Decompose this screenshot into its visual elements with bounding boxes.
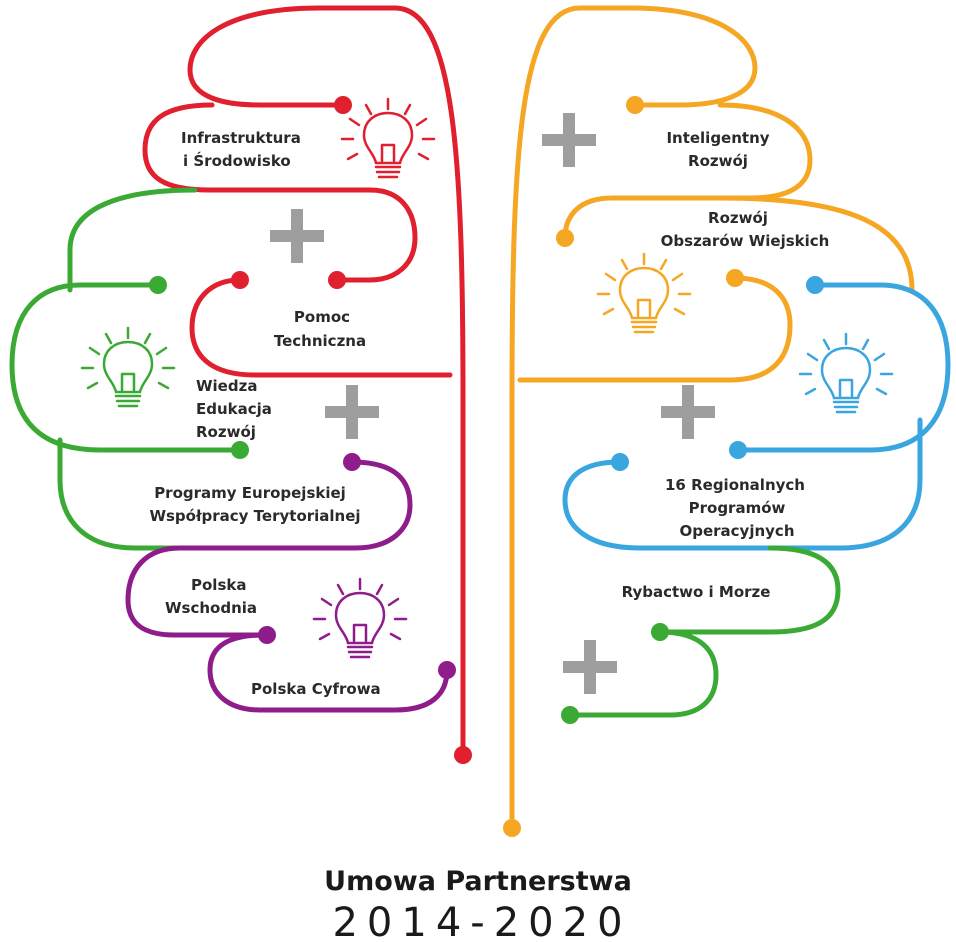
footer-title: Umowa Partnerstwa xyxy=(324,866,632,897)
label-polska-wschodnia: Polska Wschodnia xyxy=(165,576,257,617)
plus-icon xyxy=(542,113,596,167)
svg-text:Techniczna: Techniczna xyxy=(274,332,366,350)
svg-text:Wiedza: Wiedza xyxy=(196,377,257,395)
lightbulb-icon-orange xyxy=(596,252,692,334)
svg-text:Współpracy Terytorialnej: Współpracy Terytorialnej xyxy=(149,507,360,525)
green-branch-right xyxy=(567,545,841,718)
svg-text:Edukacja: Edukacja xyxy=(196,400,272,418)
blue-node-left xyxy=(611,453,629,471)
svg-text:Operacyjnych: Operacyjnych xyxy=(679,522,794,540)
purple-node-end xyxy=(438,661,456,679)
orange-branch xyxy=(509,5,915,831)
red-node-top xyxy=(334,96,352,114)
blue-node-top xyxy=(806,276,824,294)
svg-text:Pomoc: Pomoc xyxy=(294,308,350,326)
label-wiedza: Wiedza Edukacja Rozwój xyxy=(196,377,272,441)
red-node-right xyxy=(328,271,346,289)
lightbulb-icon-blue xyxy=(798,332,894,414)
purple-branch xyxy=(125,459,450,713)
purple-node-mid xyxy=(258,626,276,644)
svg-text:Inteligentny: Inteligentny xyxy=(666,129,769,147)
label-programy-eu: Programy Europejskiej Współpracy Terytor… xyxy=(149,484,360,525)
plus-icon xyxy=(661,385,715,439)
red-branch xyxy=(142,5,466,758)
plus-icon xyxy=(325,385,379,439)
green-dots-left xyxy=(149,276,249,459)
plus-icon xyxy=(270,209,324,263)
svg-text:Wschodnia: Wschodnia xyxy=(165,599,257,617)
blue-node-mid xyxy=(729,441,747,459)
svg-text:Rozwój: Rozwój xyxy=(196,423,256,441)
footer-years: 2014-2020 xyxy=(332,900,631,942)
plus-icon xyxy=(563,640,617,694)
blue-dots xyxy=(611,276,824,471)
svg-text:Rozwój: Rozwój xyxy=(688,152,748,170)
purple-dots xyxy=(258,453,456,679)
red-dots xyxy=(231,96,472,764)
green-node-top xyxy=(149,276,167,294)
lightbulb-icon-red xyxy=(340,97,436,179)
label-polska-cyfrowa: Polska Cyfrowa xyxy=(251,680,381,698)
label-infrastruktura: Infrastruktura i Środowisko xyxy=(181,129,301,170)
blue-branch xyxy=(562,282,951,551)
label-regionalne: 16 Regionalnych Programów Operacyjnych xyxy=(665,476,805,540)
svg-text:Infrastruktura: Infrastruktura xyxy=(181,129,301,147)
green-node-right-end xyxy=(561,706,579,724)
lightbulb-icon-purple xyxy=(312,577,408,659)
svg-text:Rozwój: Rozwój xyxy=(708,209,768,227)
svg-text:i Środowisko: i Środowisko xyxy=(183,151,291,170)
orange-node-right xyxy=(726,269,744,287)
label-obszary-wiejskie: Rozwój Obszarów Wiejskich xyxy=(661,209,830,250)
green-branch-left xyxy=(9,187,243,551)
label-inteligentny: Inteligentny Rozwój xyxy=(666,129,769,170)
orange-node-left xyxy=(556,229,574,247)
red-node-left xyxy=(231,271,249,289)
label-rybactwo: Rybactwo i Morze xyxy=(622,583,771,601)
orange-dots xyxy=(503,96,744,837)
green-node-mid xyxy=(231,441,249,459)
label-pomoc-techniczna: Pomoc Techniczna xyxy=(274,308,366,350)
orange-node-top xyxy=(626,96,644,114)
orange-node-bottom xyxy=(503,819,521,837)
lightbulb-icon-green xyxy=(80,326,176,408)
svg-text:Obszarów Wiejskich: Obszarów Wiejskich xyxy=(661,232,830,250)
svg-text:Programy Europejskiej: Programy Europejskiej xyxy=(154,484,346,502)
green-dots-right xyxy=(561,623,669,724)
red-node-bottom xyxy=(454,746,472,764)
svg-text:Programów: Programów xyxy=(689,499,786,517)
purple-node-top xyxy=(343,453,361,471)
svg-text:16 Regionalnych: 16 Regionalnych xyxy=(665,476,805,494)
svg-text:Polska: Polska xyxy=(191,576,246,594)
green-node-right-mid xyxy=(651,623,669,641)
